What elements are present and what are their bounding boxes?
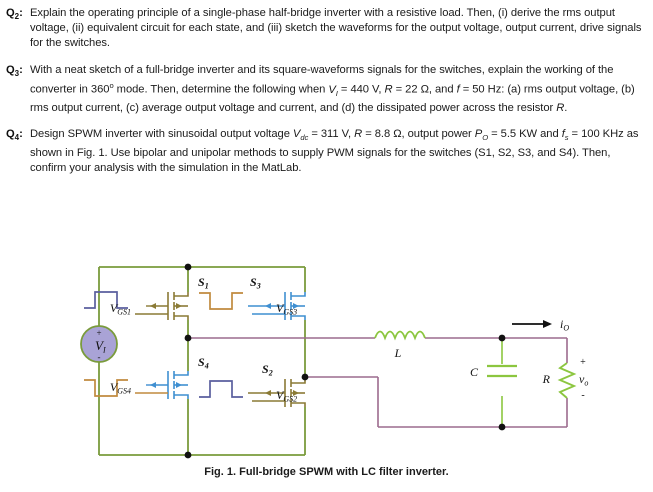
dc-voltage-source: + VI -: [80, 325, 118, 363]
capacitor-label: C: [470, 365, 479, 379]
s4-drain-lead: [174, 371, 189, 376]
mosfet-s4: [150, 371, 189, 399]
vgs4-label: VGS4: [110, 380, 131, 396]
question-q4: Q4: Design SPWM inverter with sinusoidal…: [6, 127, 647, 176]
s1-drain-lead: [174, 292, 189, 297]
vgs2-pulse-path: [199, 380, 243, 398]
s2-body-arrow: [293, 390, 299, 396]
vgs2-pulse-waveform: [199, 380, 243, 398]
switch-s3-label: S3: [250, 275, 261, 291]
question-q2: Q2: Explain the operating principle of a…: [6, 6, 647, 52]
vgs3-label: VGS3: [276, 301, 297, 317]
node-left-midpoint: [184, 334, 192, 342]
s1-body-arrow: [176, 303, 182, 309]
question-q3-text: With a neat sketch of a full-bridge inve…: [30, 63, 635, 114]
node-dots: [184, 263, 506, 459]
s2-source-lead: [291, 402, 306, 407]
switch-s1-label: S1: [198, 275, 209, 291]
dc-bus-rails: [98, 266, 306, 456]
source-label: VI: [95, 338, 106, 355]
switch-s4-label: S4: [198, 355, 209, 371]
inductor-coil: [374, 330, 426, 341]
node-right-midpoint: [301, 373, 309, 381]
capacitor-C: [487, 364, 517, 378]
question-q4-label: Q4:: [6, 128, 23, 143]
node-top-rail: [184, 263, 192, 271]
questions-block: Q2: Explain the operating principle of a…: [6, 6, 647, 187]
vgs3-pulse-path: [199, 292, 243, 310]
question-q2-text: Explain the operating principle of a sin…: [30, 7, 642, 50]
resistor-zigzag: [557, 362, 577, 399]
full-bridge-spwm-circuit-diagram: + VI -: [80, 263, 588, 459]
question-q2-label: Q2:: [6, 7, 23, 22]
vgs2-arrowhead: [265, 390, 271, 396]
vgs1-label: VGS1: [110, 301, 131, 317]
source-plus-sign: +: [96, 328, 101, 338]
question-q4-text: Design SPWM inverter with sinusoidal out…: [30, 128, 639, 174]
figure-caption: Fig. 1. Full-bridge SPWM with LC filter …: [204, 466, 449, 478]
figure-container: + VI -: [0, 252, 653, 492]
node-filter-top: [498, 334, 506, 342]
vgs1-arrowhead: [150, 303, 156, 309]
source-minus-sign: -: [98, 352, 101, 362]
node-filter-bottom: [498, 423, 506, 431]
switch-s2-label: S2: [262, 362, 273, 378]
resistor-R: [557, 362, 577, 399]
output-minus-sign: -: [581, 390, 584, 401]
vgs3-pulse-waveform: [199, 292, 243, 310]
vgs1-pulse-path: [84, 291, 128, 309]
vgs4-pulse-waveform: [84, 379, 128, 397]
question-q3-label: Q3:: [6, 63, 23, 78]
s1-source-lead: [174, 315, 189, 320]
s3-body-arrow: [293, 303, 299, 309]
vgs3-arrowhead: [265, 303, 271, 309]
vgs2-label: VGS2: [276, 388, 297, 404]
s3-source-lead: [291, 315, 306, 320]
source-circle: [80, 325, 118, 363]
vgs4-pulse-path: [84, 379, 128, 397]
question-q3: Q3: With a neat sketch of a full-bridge …: [6, 63, 647, 117]
output-current-arrow: [512, 320, 552, 328]
output-plus-sign: +: [580, 357, 586, 368]
output-current-label: iO: [560, 317, 569, 333]
output-voltage-label: vo: [579, 372, 588, 388]
resistor-label: R: [542, 372, 551, 386]
s4-source-lead: [174, 394, 189, 399]
mosfet-s3: [265, 292, 306, 320]
output-wires: [188, 337, 568, 428]
inductor-L: [374, 330, 426, 341]
s3-drain-lead: [291, 292, 306, 297]
node-bottom-rail: [184, 451, 192, 459]
gate-source-lines: [135, 313, 285, 402]
vgs1-pulse-waveform: [84, 291, 128, 309]
gate-drive-arrows: [146, 303, 271, 396]
vgs4-arrowhead: [150, 382, 156, 388]
s4-body-arrow: [176, 382, 182, 388]
inductor-label: L: [394, 346, 402, 360]
io-arrow-head: [543, 320, 552, 328]
